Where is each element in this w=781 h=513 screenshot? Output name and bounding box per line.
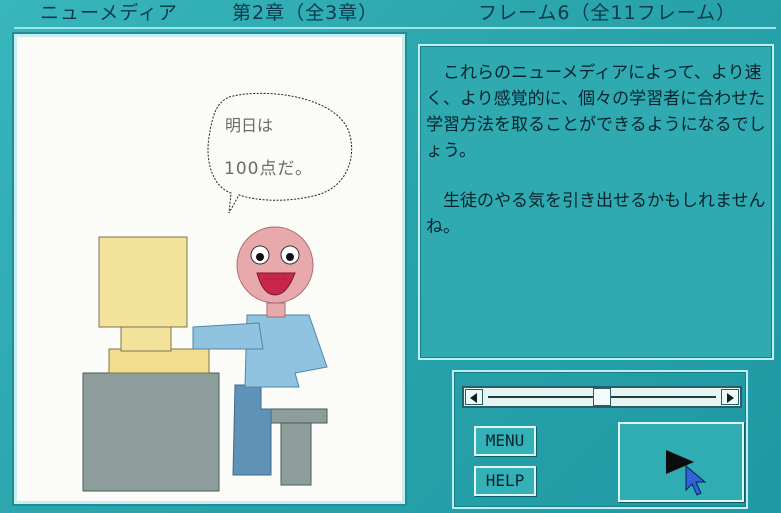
narration-paragraph-2: 生徒のやる気を引き出せるかもしれませんね。 <box>426 191 766 237</box>
play-icon <box>666 450 694 474</box>
speech-bubble <box>207 92 353 214</box>
speech-line-1: 明日は <box>225 116 274 135</box>
frame-slider[interactable] <box>462 386 742 408</box>
keyboard <box>108 348 210 374</box>
narration-panel: これらのニューメディアによって、より速く、より感覚的に、個々の学習者に合わせた学… <box>418 44 774 360</box>
right-arrow-icon <box>727 393 734 403</box>
next-frame-button[interactable] <box>618 422 744 502</box>
stool-leg <box>280 422 312 486</box>
slider-thumb[interactable] <box>593 388 611 406</box>
student-neck <box>266 302 286 318</box>
slider-right-button[interactable] <box>721 389 739 405</box>
chapter-indicator: 第2章（全3章） <box>232 2 379 24</box>
student-arm <box>192 322 264 350</box>
frame-indicator: フレーム6（全11フレーム） <box>478 2 737 24</box>
student-at-computer-illustration <box>82 92 353 492</box>
desk <box>82 372 220 492</box>
speech-line-2: 100点だ。 <box>224 159 313 179</box>
help-button[interactable]: HELP <box>474 466 536 496</box>
left-arrow-icon <box>470 393 477 403</box>
header-divider <box>14 27 776 29</box>
student-legs <box>232 384 272 476</box>
navigation-controls: MENU HELP <box>452 370 748 509</box>
monitor <box>98 236 188 328</box>
student-torso <box>244 314 328 388</box>
menu-button[interactable]: MENU <box>474 426 536 456</box>
narration-paragraph-1: これらのニューメディアによって、より速く、より感覚的に、個々の学習者に合わせた学… <box>426 63 766 161</box>
cursor-icon <box>685 464 707 496</box>
app-title: ニューメディア <box>40 2 178 24</box>
illustration-panel: 明日は 100点だ。 <box>14 34 405 504</box>
slider-left-button[interactable] <box>465 389 483 405</box>
monitor-stand <box>120 326 172 352</box>
student-head <box>236 226 314 304</box>
